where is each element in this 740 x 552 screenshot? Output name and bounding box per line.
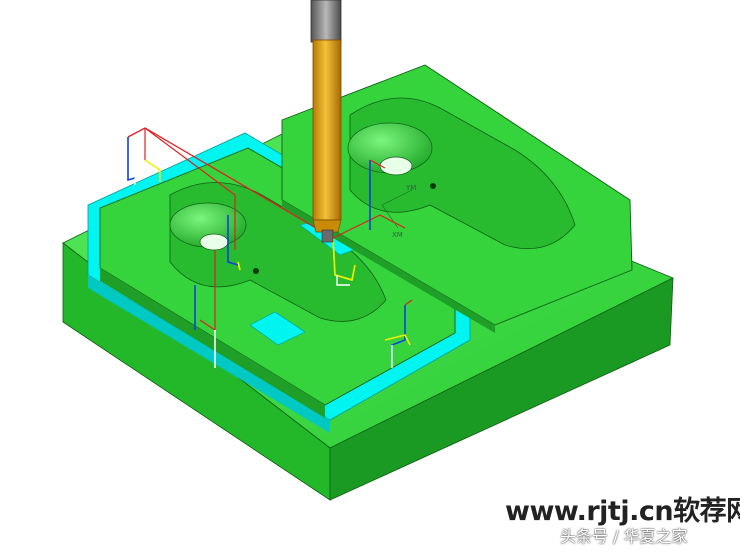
toolpath-plunge-2 [227, 215, 239, 266]
toolpath-engage-1 [144, 159, 161, 182]
spindle-shank [310, 0, 342, 43]
watermark-site: www.rjtj.cn软荐网 [505, 496, 740, 527]
right-core-island [281, 64, 633, 333]
axis-label-xm: XM [392, 231, 403, 239]
toolpath-engage-3 [384, 334, 411, 346]
toolpath-plunge-1 [127, 137, 136, 182]
end-mill-tip [321, 229, 334, 243]
toolpath-rapid-5 [332, 214, 406, 239]
toolpath-engage-2 [332, 237, 356, 282]
tool-holder [312, 39, 342, 221]
cutting-tool[interactable] [310, 0, 342, 243]
watermark-source: 头条号 / 华夏之家 [560, 527, 688, 546]
axis-label-ym: YM [405, 184, 416, 192]
toolpath-rapid-3 [144, 127, 236, 250]
toolpath-overlay [127, 127, 413, 368]
work-coordinate-system: YM XM [381, 184, 416, 239]
